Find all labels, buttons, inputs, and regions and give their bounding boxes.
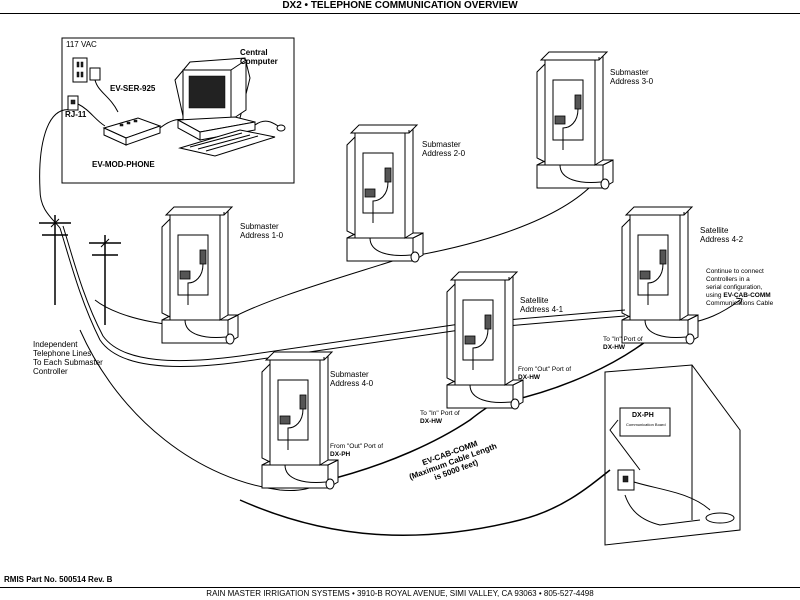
footer-divider — [0, 587, 800, 588]
phone-note-line1: Independent — [33, 340, 78, 349]
part-number: RMIS Part No. 500514 Rev. B — [4, 575, 113, 584]
phone-note-line3: To Each Submaster — [33, 358, 103, 367]
power-label: 117 VAC — [66, 40, 97, 49]
from-out-sat41-device: DX-HW — [518, 374, 541, 381]
continue-note-line1: Continue to connect — [706, 268, 764, 275]
continue-note-line3: serial configuration, — [706, 284, 763, 291]
continue-note-line5: Communications Cable — [706, 300, 774, 307]
dx-ph-board-sub: Communication Board — [626, 422, 666, 427]
computer-label-line1: Central — [240, 48, 268, 57]
sm30-address: Address 3-0 — [610, 77, 654, 86]
sm30-type: Submaster — [610, 68, 649, 77]
company-address: RAIN MASTER IRRIGATION SYSTEMS • 3910-B … — [206, 589, 594, 598]
rj11-label: RJ-11 — [65, 110, 87, 119]
page-title: DX2 • TELEPHONE COMMUNICATION OVERVIEW — [0, 0, 800, 14]
phone-note-line2: Telephone Lines — [33, 349, 92, 358]
to-in-sat42-label: To "In" Port of — [603, 336, 643, 343]
sm20-type: Submaster — [422, 140, 461, 149]
from-out-sat41-label: From "Out" Port of — [518, 366, 572, 373]
sat41-address: Address 4-1 — [520, 305, 564, 314]
from-out-sm40-label: From "Out" Port of — [330, 443, 384, 450]
to-in-sat41-device: DX-HW — [420, 418, 443, 425]
modem-label: EV-MOD-PHONE — [92, 160, 155, 169]
sm40-type: Submaster — [330, 370, 369, 379]
sm10-type: Submaster — [240, 222, 279, 231]
computer-label-line2: Computer — [240, 57, 278, 66]
sat41-type: Satellite — [520, 296, 549, 305]
serial-adapter-label: EV-SER-925 — [110, 84, 156, 93]
sm40-address: Address 4-0 — [330, 379, 374, 388]
from-out-sm40-device: DX-PH — [330, 451, 351, 458]
phone-note-line4: Controller — [33, 367, 68, 376]
sat42-type: Satellite — [700, 226, 729, 235]
continue-note-using: using — [706, 292, 724, 299]
continue-note-line4: using EV-CAB-COMM — [706, 292, 771, 300]
to-in-sat42-device: DX-HW — [603, 344, 626, 351]
continue-note-line2: Controllers in a — [706, 276, 750, 283]
sat42-address: Address 4-2 — [700, 235, 744, 244]
to-in-sat41-label: To "In" Port of — [420, 410, 460, 417]
sm10-address: Address 1-0 — [240, 231, 284, 240]
sm20-address: Address 2-0 — [422, 149, 466, 158]
dx-ph-board-label: DX-PH — [632, 412, 654, 419]
continue-note-cable: EV-CAB-COMM — [723, 292, 771, 299]
